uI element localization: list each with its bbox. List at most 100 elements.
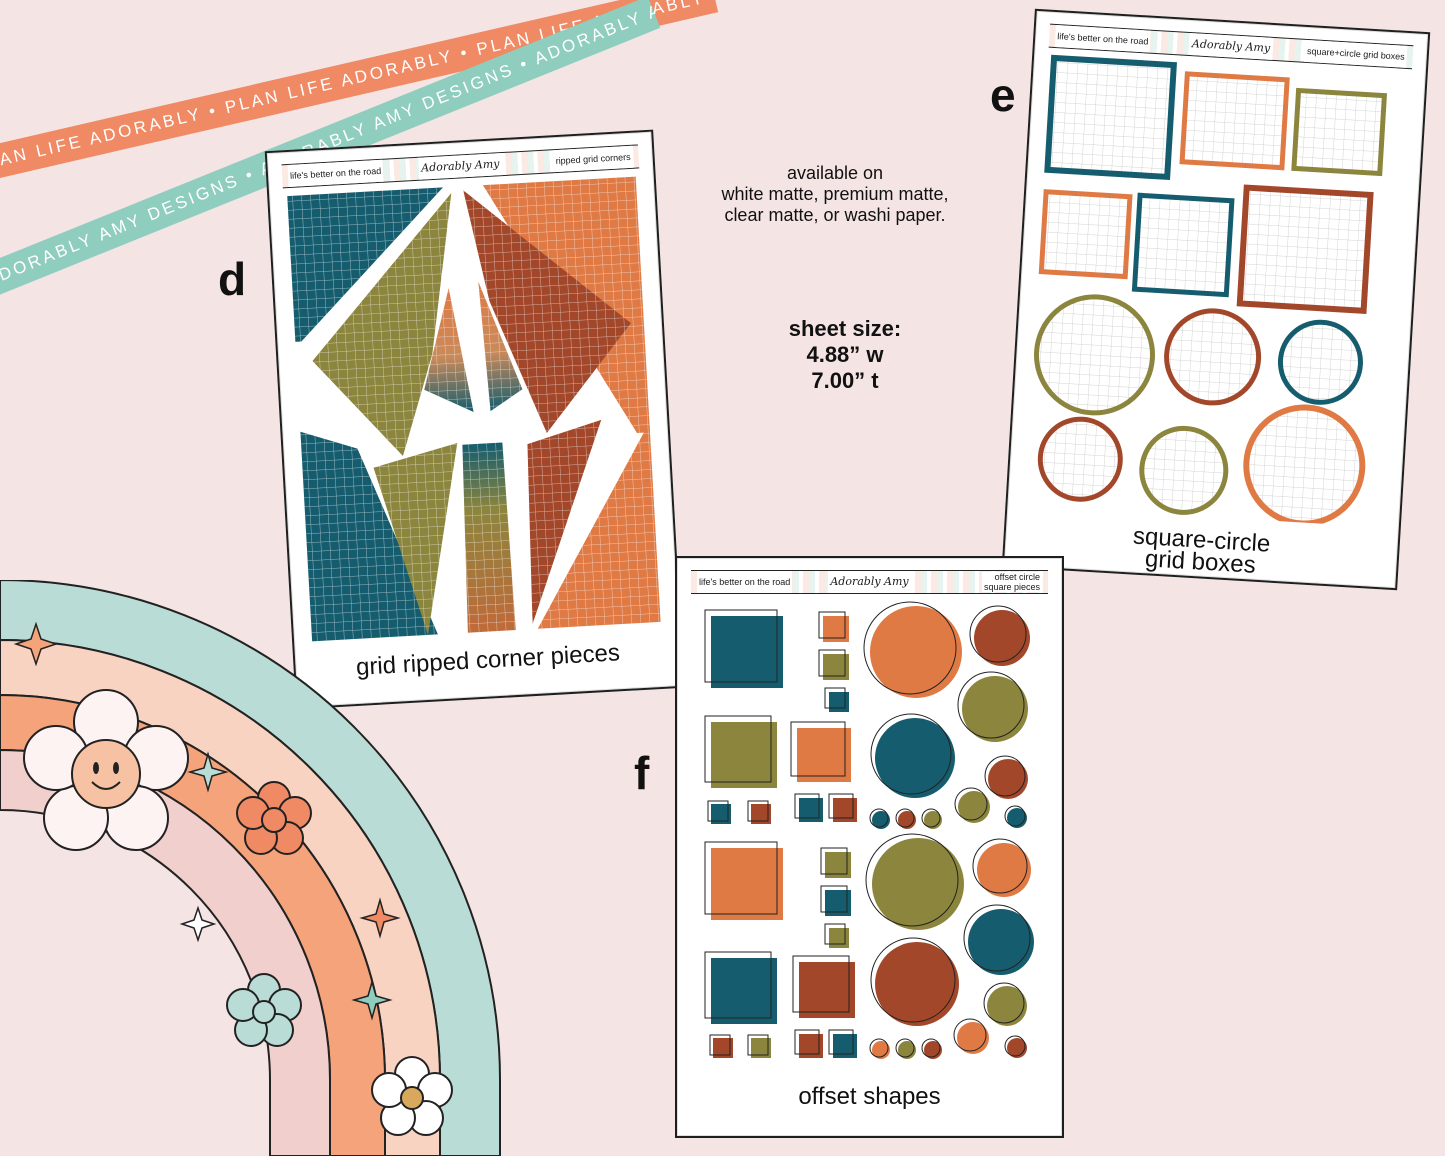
offset-square-olive-tiny-2 <box>824 923 849 948</box>
sheet-size-label: sheet size: <box>788 316 902 341</box>
sheet-f-header-right-1: offset circle <box>994 572 1040 582</box>
grid-boxes-art <box>1034 54 1388 527</box>
offset-circle-olive-small-2 <box>983 982 1027 1026</box>
availability-line-3: clear matte, or washi paper. <box>724 205 946 225</box>
gradient-shard-right <box>478 281 523 412</box>
sheet-size: sheet size: 4.88” w 7.00” t <box>760 316 930 394</box>
offset-circle-dot-1 <box>869 808 890 829</box>
flower-icon <box>236 781 312 855</box>
sheet-f-header: life's better on the road Adorably Amy o… <box>691 570 1048 594</box>
grid-circle-teal-small <box>1277 319 1363 405</box>
sheet-size-height: 7.00” t <box>811 368 879 393</box>
olive-bottom-shard <box>373 442 458 635</box>
sparkle-icon <box>179 905 217 943</box>
adorably-amy-logo: Adorably Amy <box>1188 32 1274 60</box>
offset-circle-olive <box>957 671 1028 742</box>
grid-circle-orange-large <box>1243 404 1366 527</box>
adorably-amy-logo: Adorably Amy <box>827 571 912 593</box>
flower-icon <box>226 973 302 1047</box>
sheet-e-square-circle-grid-boxes[interactable]: life's better on the road Adorably Amy s… <box>1001 8 1431 591</box>
teal-corner-top-left <box>287 187 443 342</box>
grid-square-orange <box>1179 71 1290 171</box>
smiley-flower-icon <box>23 689 189 851</box>
offset-square-orange-large <box>704 841 783 920</box>
offset-circle-dot-3 <box>921 808 942 829</box>
offset-circle-teal-tiny <box>1004 805 1027 828</box>
sheet-f-caption: offset shapes <box>798 1083 941 1110</box>
sparkle-icon <box>13 621 59 667</box>
sheet-e-header-left: life's better on the road <box>1054 25 1152 53</box>
grid-square-teal-large <box>1044 54 1178 181</box>
sheet-size-width: 4.88” w <box>806 342 884 367</box>
sheet-f-artwork <box>691 598 1048 1075</box>
grid-circle-rust <box>1164 308 1262 406</box>
offset-square-teal-mini-4 <box>828 1029 857 1058</box>
sheet-f-offset-shapes[interactable]: life's better on the road Adorably Amy o… <box>675 556 1064 1138</box>
offset-square-rust-mini-4 <box>794 1029 823 1058</box>
sheet-d-ripped-grid-corners[interactable]: life's better on the road Adorably Amy r… <box>264 129 685 710</box>
sparkle-icon <box>359 897 401 939</box>
offset-circle-dot-5 <box>895 1038 916 1059</box>
offset-square-rust-mini-2 <box>828 793 857 822</box>
retro-rainbow-illustration <box>0 580 501 1156</box>
offset-square-rust-medium <box>792 955 855 1018</box>
sheet-letter-f: f <box>634 747 650 799</box>
offset-circle-rust-small <box>984 755 1028 799</box>
offset-square-orange-medium <box>790 721 851 782</box>
sheet-e-header-right: square+circle grid boxes <box>1304 39 1408 68</box>
offset-circle-dot-6 <box>921 1038 942 1059</box>
offset-circle-rust <box>969 605 1030 666</box>
offset-circle-dot-2 <box>895 808 916 829</box>
offset-square-orange-small <box>818 611 849 642</box>
gradient-center-strip <box>462 442 516 633</box>
grid-square-teal <box>1131 192 1235 298</box>
offset-square-olive-mini-3 <box>747 1034 771 1058</box>
sheet-d-header-right: ripped grid corners <box>553 145 634 173</box>
adorably-amy-logo: Adorably Amy <box>417 153 504 180</box>
sheet-f-header-right-2: square pieces <box>983 582 1040 592</box>
daisy-icon <box>371 1056 453 1136</box>
orange-corner-bottom-right <box>537 422 661 629</box>
offset-square-olive-small-2 <box>820 847 851 878</box>
offset-square-teal-small-2 <box>820 885 851 916</box>
sheet-letter-d: d <box>218 253 247 305</box>
offset-shapes-art <box>697 601 1042 1075</box>
offset-square-olive-small <box>818 649 849 680</box>
grid-circle-olive-large <box>1034 294 1156 416</box>
offset-square-teal-large <box>704 609 783 688</box>
offset-circle-teal <box>963 904 1034 975</box>
offset-circle-orange-small <box>953 1018 989 1054</box>
sheet-e-artwork <box>1021 52 1411 528</box>
grid-circle-rust-small <box>1037 416 1123 502</box>
grid-square-rust <box>1236 184 1374 314</box>
sheet-f-header-left: life's better on the road <box>697 571 793 593</box>
grid-square-olive <box>1291 87 1388 177</box>
offset-square-rust-mini-3 <box>709 1034 733 1058</box>
offset-circle-orange <box>972 838 1031 897</box>
paper-availability: available on white matte, premium matte,… <box>690 163 980 226</box>
offset-circle-orange-large <box>863 601 962 698</box>
offset-circle-rust-tiny <box>1004 1035 1027 1058</box>
teal-corner-bottom-left <box>300 431 438 642</box>
sheet-f-header-right: offset circle square pieces <box>981 572 1042 592</box>
offset-circle-olive-large <box>865 833 964 930</box>
offset-square-teal-mini-1 <box>707 800 731 824</box>
sparkle-icon <box>351 979 393 1021</box>
availability-line-2: white matte, premium matte, <box>721 184 949 204</box>
gradient-shard-left <box>424 288 474 413</box>
offset-circle-dot-4 <box>869 1038 890 1059</box>
offset-square-teal-medium <box>704 951 777 1024</box>
rust-kite <box>463 190 631 433</box>
olive-kite <box>312 192 452 457</box>
availability-line-1: available on <box>786 163 884 183</box>
offset-circle-olive-small <box>954 787 990 823</box>
offset-square-olive-medium <box>704 715 777 788</box>
sheet-d-artwork <box>283 172 665 646</box>
offset-circle-rust-large <box>870 937 959 1026</box>
ripped-corner-pieces-art <box>287 176 661 643</box>
grid-square-orange-small <box>1038 189 1133 280</box>
sheet-letter-e: e <box>990 69 1016 121</box>
sparkle-icon <box>187 751 229 793</box>
rust-bottom-shard <box>527 419 602 625</box>
offset-circle-teal-large <box>870 713 955 798</box>
